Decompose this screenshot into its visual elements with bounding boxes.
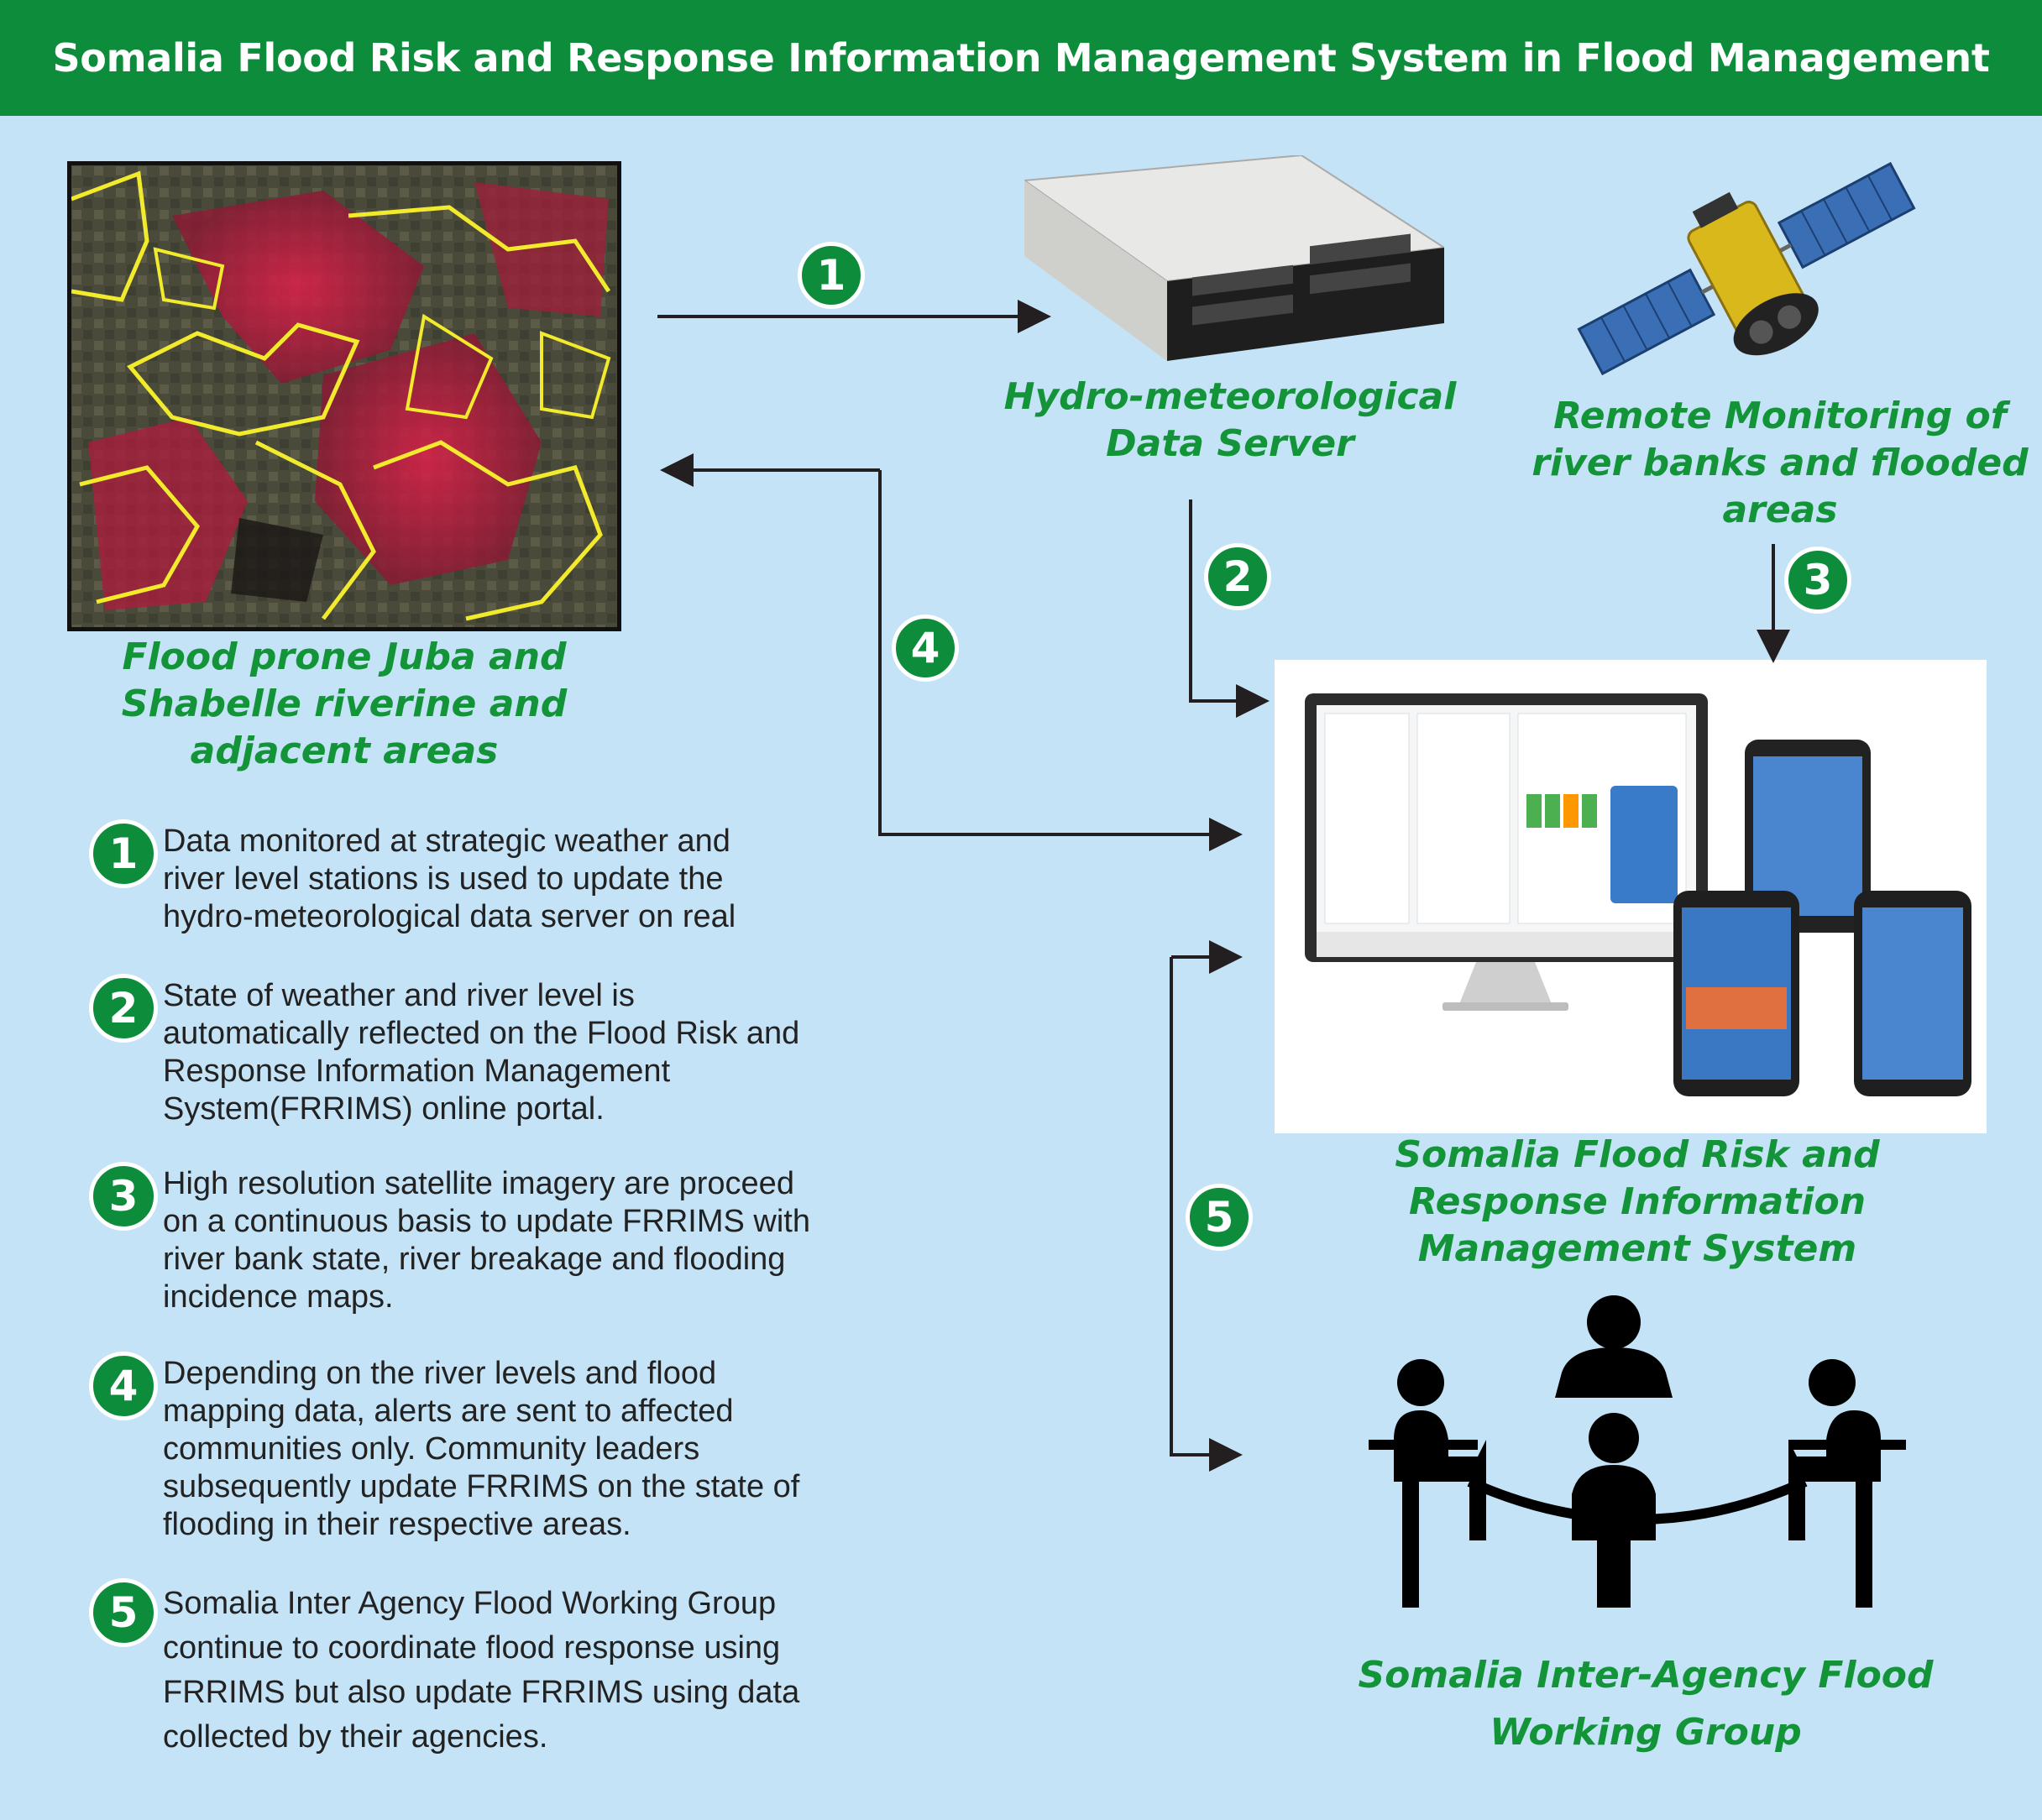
step-line: flooding in their respective areas. — [163, 1507, 631, 1542]
caption-line: Shabelle riverine and — [121, 682, 568, 725]
step-line: river bank state, river breakage and flo… — [163, 1242, 786, 1277]
step-badge: 5 — [89, 1578, 158, 1647]
step-line: FRRIMS but also update FRRIMS using data — [163, 1675, 800, 1710]
step-text: Data monitored at strategic weather and … — [163, 823, 860, 936]
caption-line: adjacent areas — [190, 730, 499, 772]
caption-line: Flood prone Juba and — [122, 635, 567, 678]
arrow-badge-5: 5 — [1186, 1184, 1253, 1251]
step-3: 3 High resolution satellite imagery are … — [89, 1162, 845, 1325]
step-1: 1 Data monitored at strategic weather an… — [89, 819, 845, 949]
flood-area-map — [67, 161, 621, 631]
step-line: Response Information Management — [163, 1054, 671, 1089]
step-line: mapping data, alerts are sent to affecte… — [163, 1394, 734, 1429]
diagram-title-text: Somalia Flood Risk and Response Informat… — [52, 35, 1990, 81]
caption-satellite: Remote Monitoring of river banks and flo… — [1520, 393, 2040, 534]
arrow-badge-2: 2 — [1204, 543, 1271, 610]
caption-line: river banks and flooded — [1532, 442, 2029, 484]
step-line: Somalia Inter Agency Flood Working Group — [163, 1586, 777, 1621]
step-line: High resolution satellite imagery are pr… — [163, 1166, 794, 1201]
step-line: incidence maps. — [163, 1279, 394, 1315]
step-text: State of weather and river level is auto… — [163, 977, 860, 1128]
arrow-badge-1: 1 — [798, 242, 865, 309]
caption-line: Response Information — [1408, 1180, 1867, 1223]
caption-line: Somalia Flood Risk and — [1395, 1133, 1880, 1176]
arrow-badge-4: 4 — [892, 615, 959, 682]
caption-line: Somalia Inter-Agency Flood — [1358, 1654, 1934, 1697]
meeting-group-icon — [1369, 1295, 1906, 1608]
caption-line: Management System — [1417, 1227, 1857, 1270]
step-line: subsequently update FRRIMS on the state … — [163, 1469, 800, 1504]
arrow-4-to-portal — [878, 470, 1243, 851]
arrow-badge-3: 3 — [1784, 547, 1851, 614]
step-line: automatically reflected on the Flood Ris… — [163, 1016, 800, 1051]
frrims-portal-image — [1275, 660, 1987, 1133]
satellite-icon — [1577, 161, 1916, 376]
step-text: Depending on the river levels and flood … — [163, 1355, 860, 1544]
step-line: Depending on the river levels and flood — [163, 1356, 717, 1391]
step-line: Data monitored at strategic weather and — [163, 824, 730, 859]
caption-frrims: Somalia Flood Risk and Response Informat… — [1377, 1132, 1898, 1273]
arrow-5-to-group — [1170, 957, 1243, 1472]
step-text: High resolution satellite imagery are pr… — [163, 1165, 860, 1316]
satellite-image-icon — [71, 165, 617, 627]
caption-line: Hydro-meteorological — [1003, 375, 1457, 418]
caption-line: Remote Monitoring of — [1553, 395, 2007, 437]
caption-flood-areas: Flood prone Juba and Shabelle riverine a… — [84, 634, 605, 775]
step-badge: 1 — [89, 819, 158, 888]
step-line: State of weather and river level is — [163, 978, 635, 1013]
step-2: 2 State of weather and river level is au… — [89, 974, 845, 1137]
step-line: hydro-meteorological data server on real — [163, 899, 736, 934]
caption-line: Data Server — [1106, 422, 1354, 465]
step-line: continue to coordinate flood response us… — [163, 1630, 781, 1666]
caption-line: Working Group — [1490, 1711, 1802, 1754]
caption-working-group: Somalia Inter-Agency Flood Working Group — [1310, 1647, 1982, 1761]
step-line: on a continuous basis to update FRRIMS w… — [163, 1204, 810, 1239]
step-badge: 4 — [89, 1352, 158, 1420]
step-line: communities only. Community leaders — [163, 1431, 700, 1467]
step-4: 4 Depending on the river levels and floo… — [89, 1352, 845, 1548]
step-line: collected by their agencies. — [163, 1719, 548, 1755]
step-5: 5 Somalia Inter Agency Flood Working Gro… — [89, 1578, 845, 1766]
caption-line: areas — [1722, 489, 1838, 531]
arrow-2 — [1189, 499, 1270, 718]
step-line: river level stations is used to update t… — [163, 861, 724, 897]
diagram-title: Somalia Flood Risk and Response Informat… — [0, 0, 2042, 116]
server-icon — [1024, 155, 1444, 361]
step-badge: 2 — [89, 974, 158, 1043]
devices-icon — [1305, 693, 1971, 1096]
step-text: Somalia Inter Agency Flood Working Group… — [163, 1582, 860, 1760]
step-badge: 3 — [89, 1162, 158, 1231]
step-line: System(FRRIMS) online portal. — [163, 1091, 605, 1127]
caption-server: Hydro-meteorological Data Server — [966, 374, 1495, 468]
